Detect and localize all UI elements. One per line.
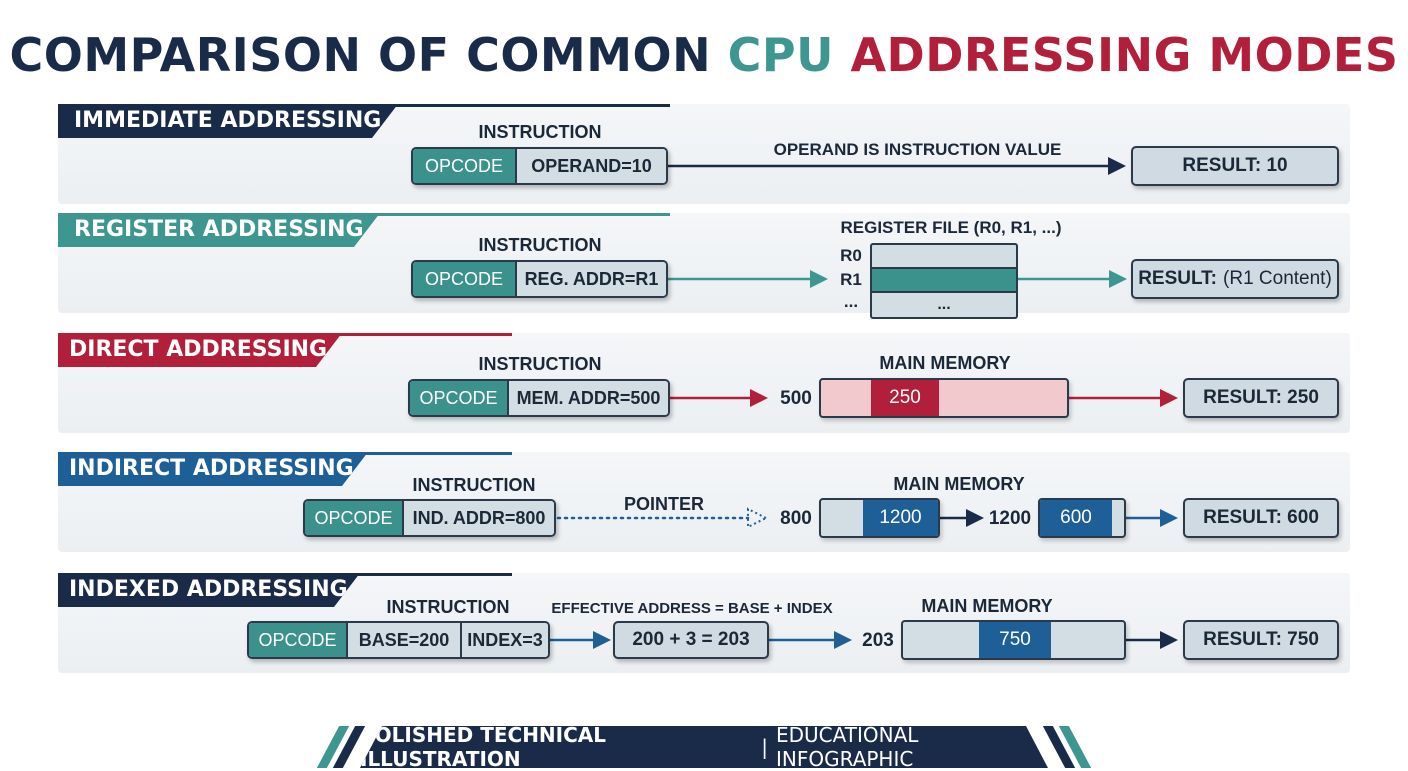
direct-memory-label: MAIN MEMORY (879, 353, 1011, 373)
direct-instruction-label: INSTRUCTION (478, 354, 602, 374)
indexed-memory-label: MAIN MEMORY (921, 596, 1053, 616)
indexed-opcode: OPCODE (249, 623, 348, 657)
immediate-arrow-label: OPERAND IS INSTRUCTION VALUE (773, 140, 1062, 159)
indirect-instruction-box: OPCODE IND. ADDR=800 (303, 499, 556, 537)
indirect-result: RESULT: 600 (1183, 498, 1339, 538)
register-opcode: OPCODE (413, 262, 517, 296)
register-instruction-label: INSTRUCTION (478, 235, 602, 255)
indirect-pointer-arrow (556, 507, 769, 529)
indexed-calc-box: 200 + 3 = 203 (613, 621, 769, 659)
register-row-label-r1: R1 (840, 270, 862, 289)
indirect-opcode: OPCODE (305, 501, 404, 535)
indirect-memory-label: MAIN MEMORY (893, 474, 1025, 494)
register-result: RESULT: (R1 Content) (1131, 259, 1339, 299)
indirect-arrow-3 (1126, 509, 1178, 527)
indexed-arrow-3 (1126, 631, 1178, 649)
footer-normal-text: EDUCATIONAL INFOGRAPHIC (776, 723, 919, 771)
register-banner: REGISTER ADDRESSING (58, 213, 380, 247)
indexed-memory-cell: 750 (979, 622, 1051, 658)
indexed-arrow-2 (769, 631, 852, 649)
indirect-memory-cell-1: 1200 (863, 500, 938, 536)
register-instruction-box: OPCODE REG. ADDR=R1 (411, 260, 668, 298)
indirect-memory-2-cell-after (1112, 500, 1124, 536)
indexed-result: RESULT: 750 (1183, 620, 1339, 660)
direct-opcode: OPCODE (410, 381, 509, 415)
indexed-base: BASE=200 (348, 623, 462, 657)
immediate-arrow (668, 157, 1126, 175)
indirect-address-1: 800 (780, 508, 812, 529)
direct-memory: 250 (819, 378, 1069, 418)
immediate-result: RESULT: 10 (1131, 146, 1339, 186)
register-more: ... (937, 296, 951, 313)
indirect-memory-2: 600 (1038, 498, 1126, 538)
indexed-arrow-1 (550, 631, 611, 649)
direct-arrow-1 (670, 389, 768, 407)
indexed-banner: INDEXED ADDRESSING (58, 573, 360, 607)
direct-banner: DIRECT ADDRESSING (58, 333, 342, 367)
indexed-memory-cell-before (903, 622, 979, 658)
indirect-memory-1-cell-before (821, 500, 863, 536)
indirect-operand: IND. ADDR=800 (404, 501, 554, 535)
indirect-arrow-2 (940, 509, 984, 527)
indirect-memory-1: 1200 (819, 498, 940, 538)
register-result-prefix: RESULT: (1138, 268, 1218, 289)
indirect-banner: INDIRECT ADDRESSING (58, 452, 368, 486)
immediate-opcode: OPCODE (413, 149, 517, 183)
indirect-address-2: 1200 (988, 508, 1032, 529)
indexed-instruction-box: OPCODE BASE=200 INDEX=3 (247, 621, 550, 659)
indirect-memory-cell-2: 600 (1040, 500, 1112, 536)
register-row-label-more: ... (843, 292, 859, 311)
immediate-operand: OPERAND=10 (517, 149, 666, 183)
page-title: COMPARISON OF COMMON CPU ADDRESSING MODE… (0, 28, 1408, 82)
direct-operand: MEM. ADDR=500 (509, 381, 668, 415)
indirect-instruction-label: INSTRUCTION (412, 475, 536, 495)
register-r0 (872, 245, 1016, 269)
register-arrow-1 (668, 270, 828, 288)
direct-memory-cell: 250 (871, 380, 939, 416)
register-file-label: REGISTER FILE (R0, R1, ...) (840, 218, 1062, 237)
direct-memory-cell-after (939, 380, 1067, 416)
footer-bold-text: POLISHED TECHNICAL ILLUSTRATION (360, 723, 607, 771)
register-row-label-r0: R0 (840, 246, 862, 265)
register-file: ... (870, 243, 1018, 319)
indexed-memory-cell-after (1051, 622, 1124, 658)
indexed-ea-label: EFFECTIVE ADDRESS = BASE + INDEX (551, 600, 833, 617)
immediate-banner: IMMEDIATE ADDRESSING (58, 104, 398, 138)
title-part-2: CPU (727, 28, 834, 82)
immediate-instruction-box: OPCODE OPERAND=10 (411, 147, 668, 185)
direct-address: 500 (780, 388, 812, 409)
indexed-memory: 750 (901, 620, 1126, 660)
title-part-1: COMPARISON OF COMMON (9, 28, 712, 82)
indirect-pointer-label: POINTER (623, 494, 704, 514)
footer-banner: POLISHED TECHNICAL ILLUSTRATION | EDUCAT… (360, 726, 1048, 768)
direct-result: RESULT: 250 (1183, 378, 1339, 418)
indirect-panel: INDIRECT ADDRESSING (58, 452, 1350, 552)
direct-instruction-box: OPCODE MEM. ADDR=500 (408, 379, 670, 417)
footer-separator: | (761, 735, 768, 759)
register-result-value: (R1 Content) (1223, 268, 1332, 289)
indexed-address: 203 (862, 630, 894, 651)
immediate-instruction-label: INSTRUCTION (478, 122, 602, 142)
register-r1-highlight (872, 269, 1016, 293)
register-operand: REG. ADDR=R1 (517, 262, 666, 296)
direct-panel: DIRECT ADDRESSING (58, 333, 1350, 433)
register-arrow-2 (1018, 270, 1127, 288)
indexed-instruction-label: INSTRUCTION (386, 597, 510, 617)
title-part-3: ADDRESSING MODES (850, 28, 1399, 82)
indexed-index: INDEX=3 (462, 623, 548, 657)
direct-memory-cell-before (821, 380, 871, 416)
